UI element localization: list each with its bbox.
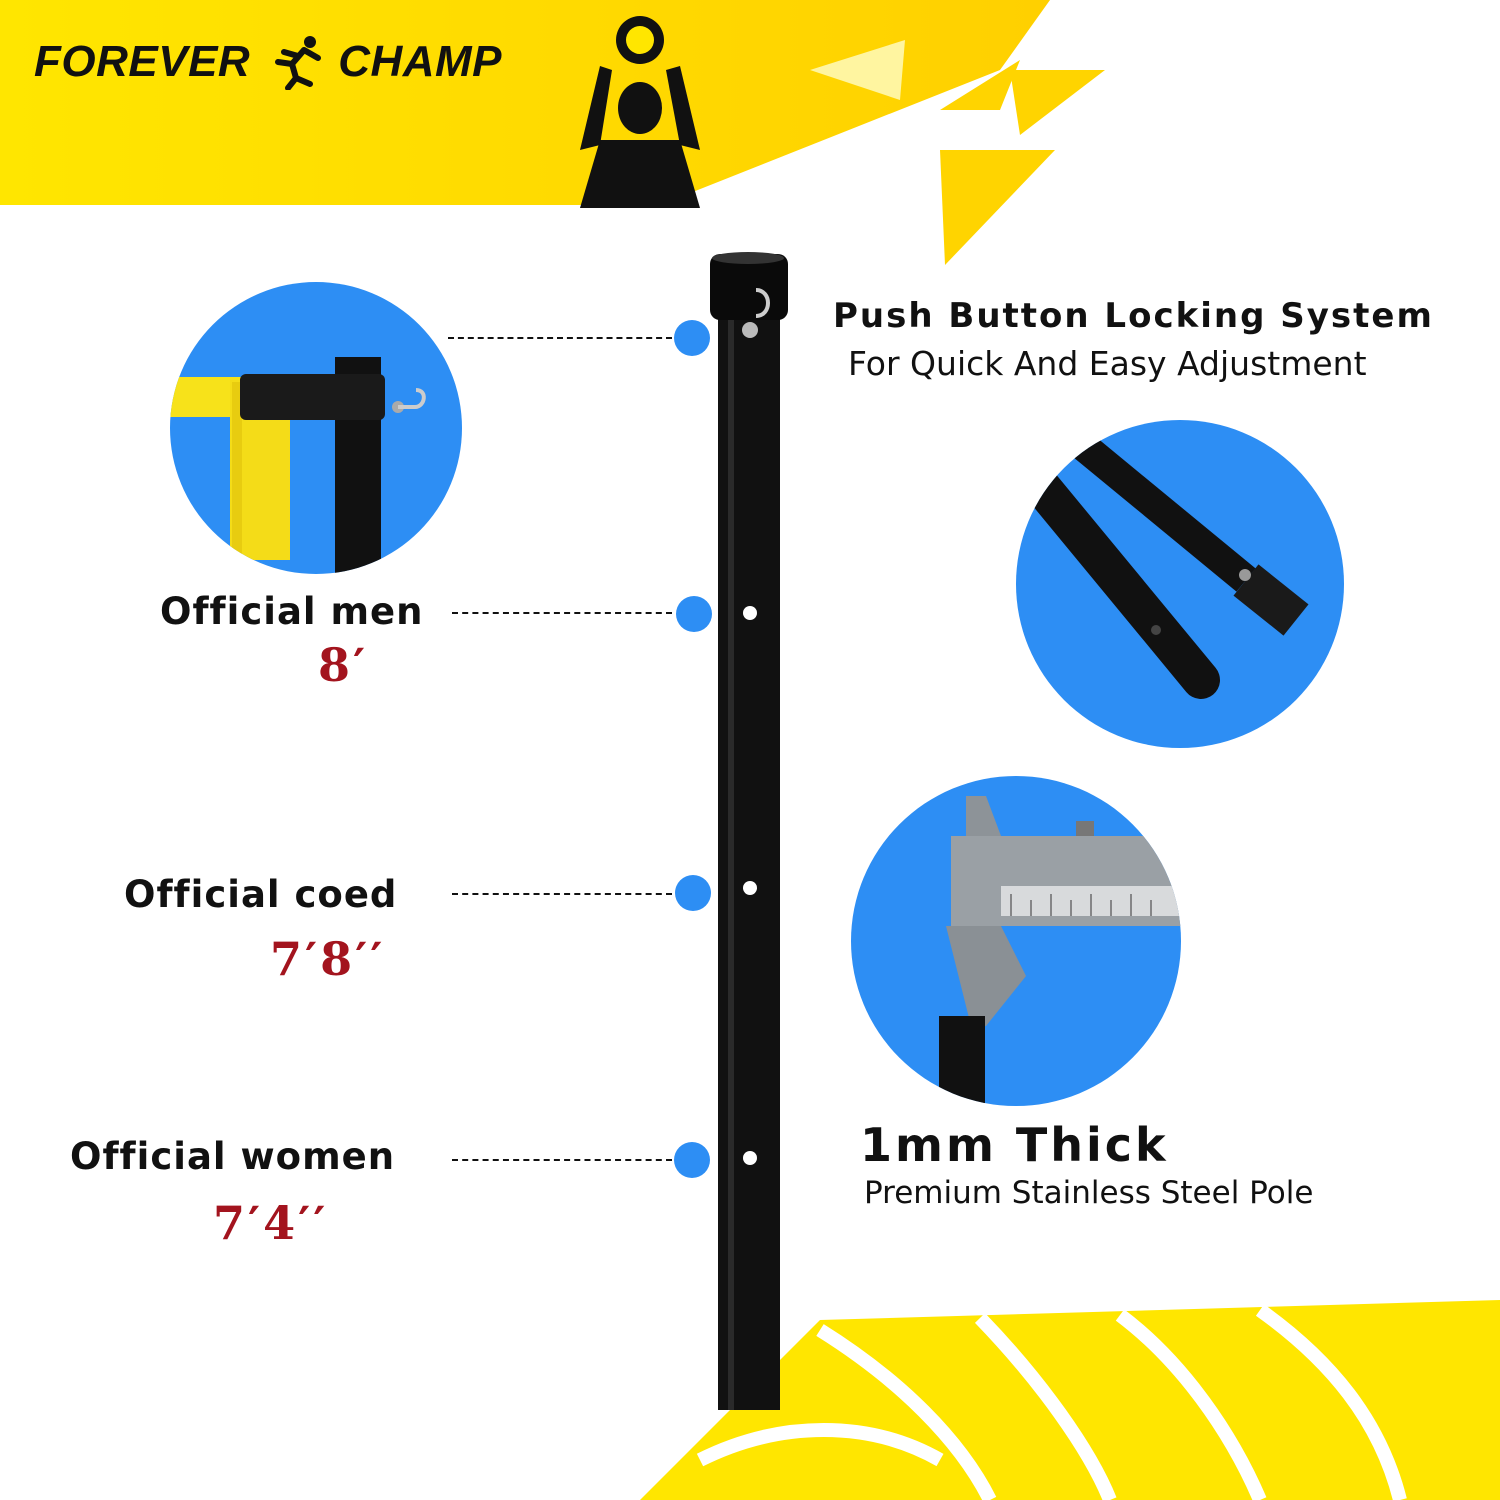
marker-dot-top [674,320,710,356]
height-value-women: 7′4′′ [213,1196,329,1250]
pole-hole-women [743,1151,757,1165]
volleyball-player-icon [580,16,700,208]
height-label-men: Official men [160,590,424,633]
leader-line-women [452,1159,672,1161]
locking-feature-subtitle: For Quick And Easy Adjustment [848,344,1367,383]
thickness-feature-title: 1mm Thick [860,1118,1169,1172]
leader-line-top [448,337,672,339]
pole-hole-coed [743,881,757,895]
pole [710,252,788,1410]
leader-line-men [452,612,672,614]
pole-hole-men [743,606,757,620]
height-label-coed: Official coed [124,873,398,916]
brand-logo: FOREVER CHAMP [34,34,502,90]
height-value-coed: 7′8′′ [270,932,386,986]
height-label-women: Official women [70,1135,396,1178]
brand-word-champ: CHAMP [338,37,503,86]
tube-connection-detail-image [1016,420,1344,748]
caliper-measurement-image [851,776,1181,1106]
net-strap-detail-image [170,282,462,574]
marker-dot-coed [675,875,711,911]
thickness-feature-subtitle: Premium Stainless Steel Pole [864,1175,1314,1211]
runner-icon [275,36,322,90]
leader-line-coed [452,893,672,895]
brand-word-forever: FOREVER [34,37,251,86]
locking-feature-title: Push Button Locking System [833,296,1434,336]
marker-dot-men [676,596,712,632]
height-value-men: 8′ [318,638,369,692]
marker-dot-women [674,1142,710,1178]
